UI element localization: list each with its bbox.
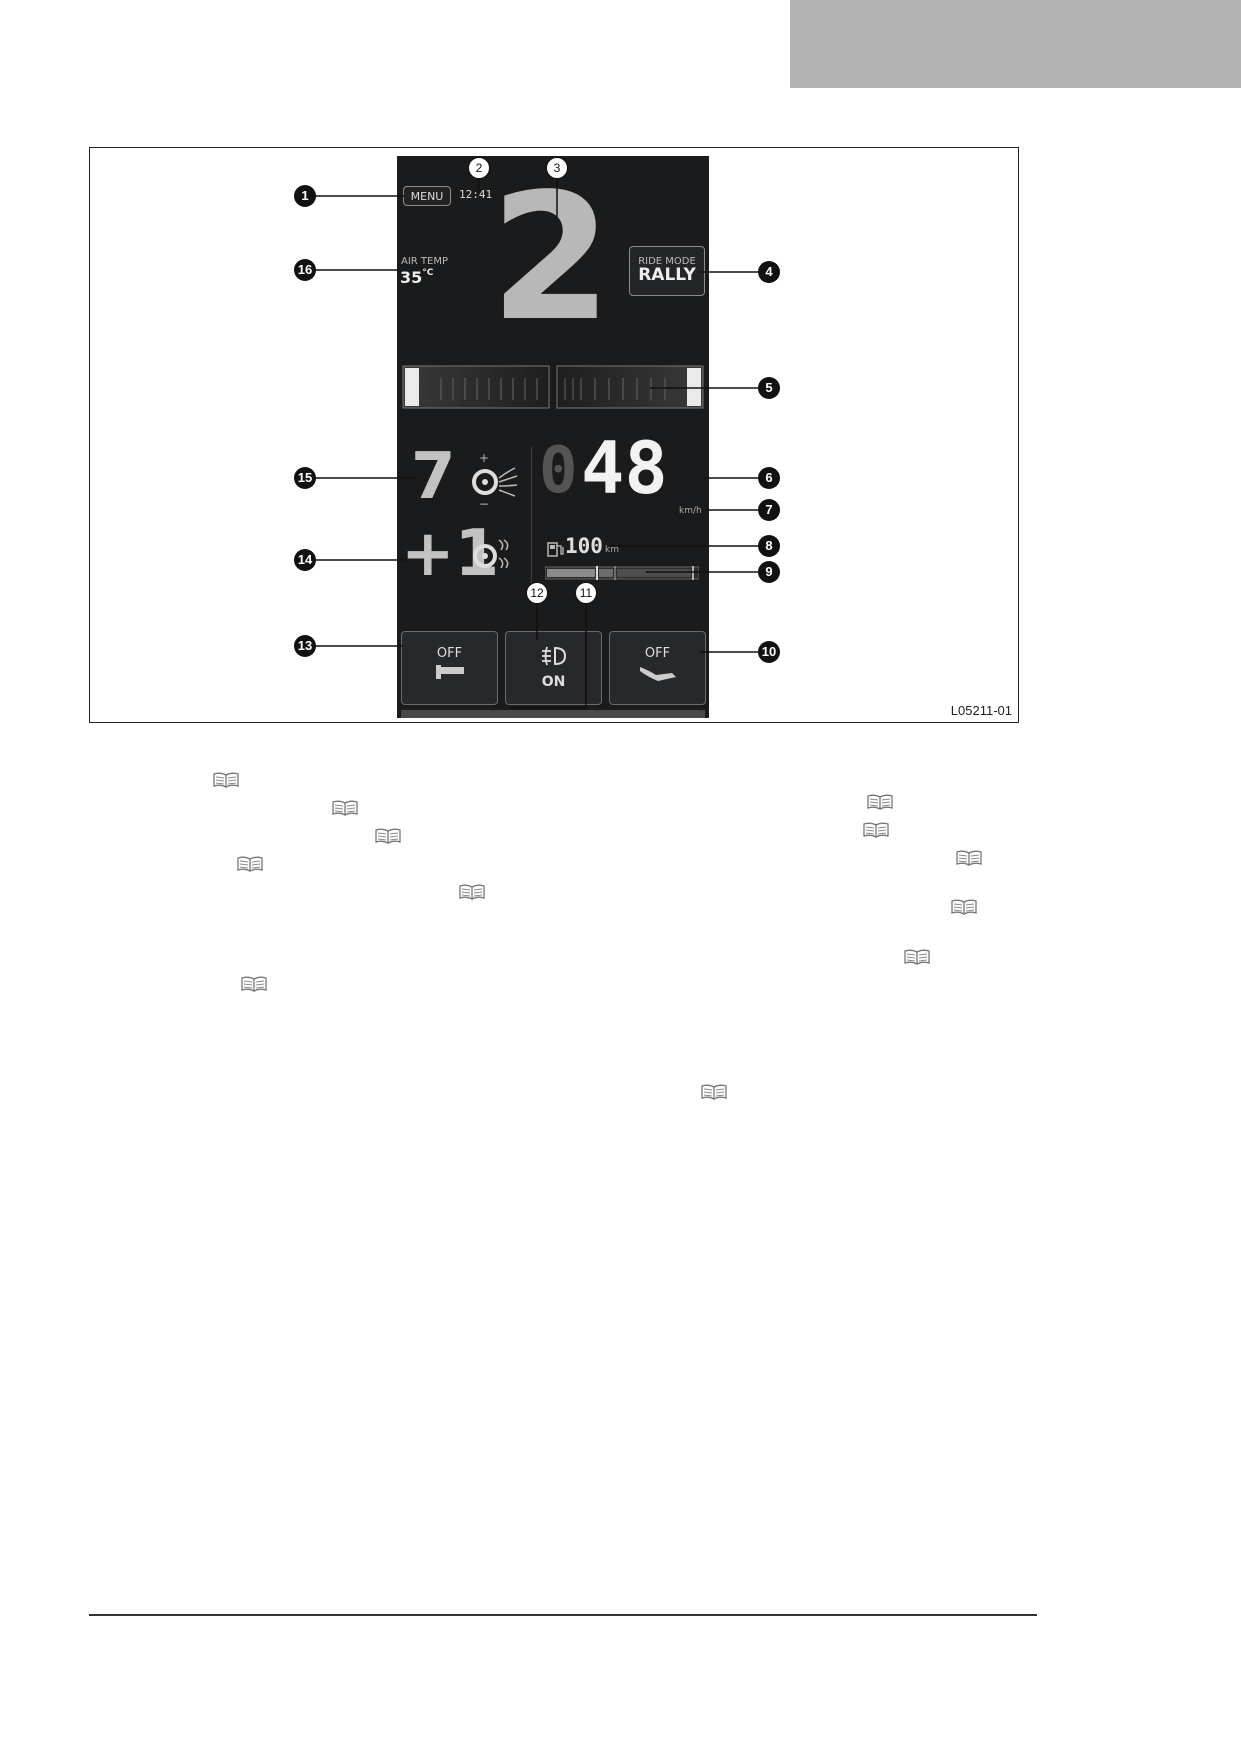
figure-code: L05211-01 bbox=[950, 703, 1012, 718]
callout-10: 10 bbox=[758, 641, 780, 663]
callout-9: 9 bbox=[758, 561, 780, 583]
menu-button[interactable]: MENU bbox=[403, 186, 451, 206]
cruise-control-icon bbox=[435, 665, 464, 679]
manual-reference-icon[interactable] bbox=[236, 855, 264, 873]
callout-15: 15 bbox=[294, 467, 316, 489]
manual-reference-icon[interactable] bbox=[374, 827, 402, 845]
manual-reference-icon[interactable] bbox=[212, 771, 240, 789]
callout-13: 13 bbox=[294, 635, 316, 657]
manual-reference-icon[interactable] bbox=[866, 793, 894, 811]
traction-control-icon: + − bbox=[472, 452, 518, 510]
traction-control-level: 7 bbox=[411, 440, 456, 514]
speed-value: 48 bbox=[581, 426, 668, 510]
fuel-level-bar bbox=[545, 566, 699, 580]
air-temp-value: 35°C bbox=[400, 268, 433, 287]
grip-heater-state: OFF bbox=[644, 646, 671, 661]
ride-mode-box[interactable]: RIDE MODE RALLY bbox=[629, 246, 705, 296]
ride-mode-label: RIDE MODE bbox=[638, 256, 696, 267]
clock: 12:41 bbox=[459, 188, 493, 201]
air-temp-label: AIR TEMP bbox=[401, 256, 449, 267]
callout-11: 11 bbox=[575, 582, 597, 604]
cruise-control-button[interactable]: OFF bbox=[401, 631, 498, 705]
fog-light-icon bbox=[541, 646, 566, 666]
bottom-strip bbox=[401, 710, 705, 718]
grip-heater-icon bbox=[639, 667, 676, 681]
callout-7: 7 bbox=[758, 499, 780, 521]
manual-reference-icon[interactable] bbox=[458, 883, 486, 901]
callout-6: 6 bbox=[758, 467, 780, 489]
traction-plus-sign: + bbox=[479, 452, 489, 465]
callout-12: 12 bbox=[526, 582, 548, 604]
callout-8: 8 bbox=[758, 535, 780, 557]
chapter-tab bbox=[790, 0, 1241, 88]
divider bbox=[531, 446, 532, 586]
fuel-pump-icon bbox=[547, 542, 564, 557]
manual-reference-icon[interactable] bbox=[862, 821, 890, 839]
air-temp-number: 35 bbox=[400, 268, 423, 287]
callout-lines bbox=[314, 178, 758, 709]
ride-mode-value: RALLY bbox=[638, 265, 696, 285]
grip-heater-button[interactable]: OFF bbox=[609, 631, 706, 705]
traction-minus-sign: − bbox=[479, 497, 489, 510]
wheelie-control-icon bbox=[473, 539, 509, 569]
manual-reference-icon[interactable] bbox=[903, 948, 931, 966]
callout-1: 1 bbox=[294, 185, 316, 207]
speed-unit: km/h bbox=[679, 506, 702, 516]
fog-light-state: ON bbox=[541, 674, 566, 690]
manual-reference-icon[interactable] bbox=[331, 799, 359, 817]
callout-14: 14 bbox=[294, 549, 316, 571]
gear-indicator: 2 bbox=[490, 157, 612, 360]
manual-reference-icon[interactable] bbox=[700, 1083, 728, 1101]
manual-reference-icon[interactable] bbox=[950, 898, 978, 916]
dashboard-figure: MENU 12:41 2 AIR TEMP 35°C RIDE MODE RAL… bbox=[89, 147, 1019, 723]
manual-reference-icon[interactable] bbox=[955, 849, 983, 867]
fuel-range-unit: km bbox=[605, 545, 619, 555]
callout-16: 16 bbox=[294, 259, 316, 281]
callout-5: 5 bbox=[758, 377, 780, 399]
callout-2: 2 bbox=[468, 157, 490, 179]
speed-leading-zero: 0 bbox=[539, 434, 578, 508]
air-temp-unit: °C bbox=[422, 268, 434, 278]
fuel-range-value: 100 bbox=[565, 534, 603, 558]
callout-3: 3 bbox=[546, 157, 568, 179]
rpm-bar bbox=[402, 365, 704, 409]
callout-4: 4 bbox=[758, 261, 780, 283]
manual-reference-icon[interactable] bbox=[240, 975, 268, 993]
cruise-control-state: OFF bbox=[436, 646, 463, 661]
footer-rule bbox=[89, 1614, 1037, 1616]
